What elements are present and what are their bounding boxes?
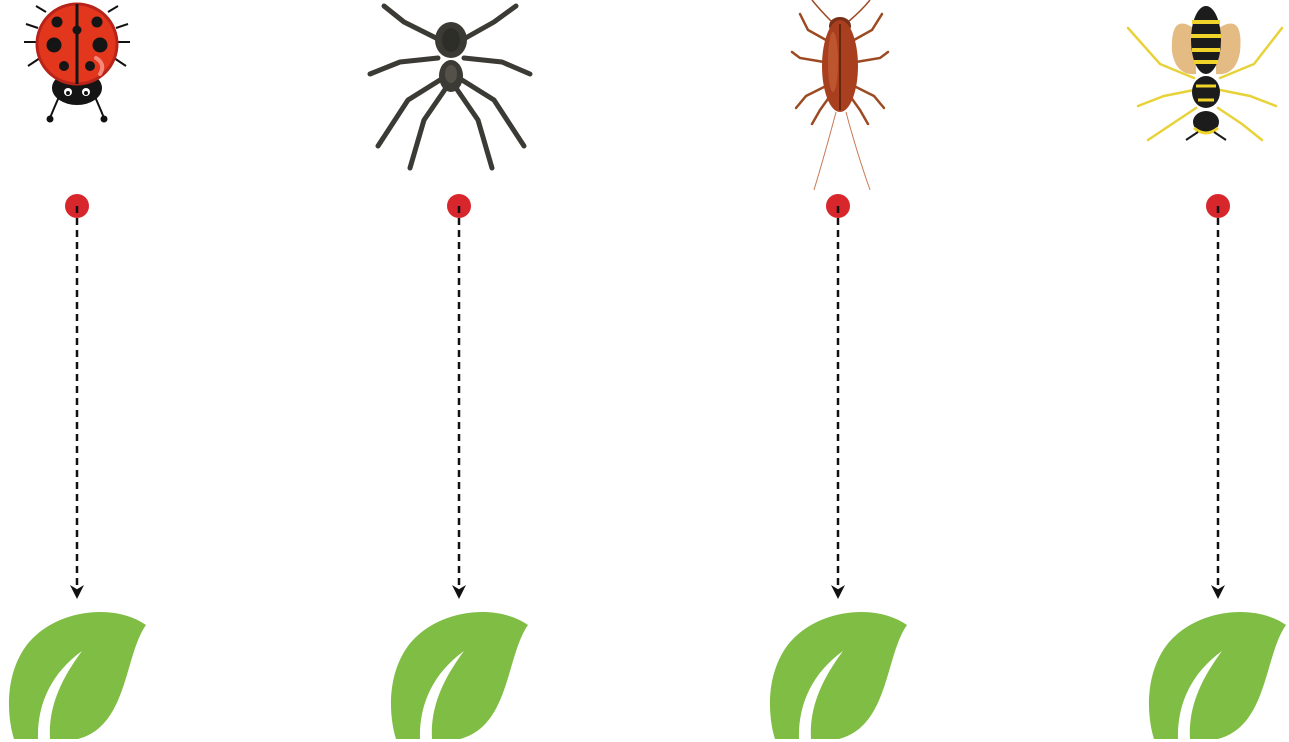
ladybug-icon [24, 4, 130, 123]
spider-icon [370, 6, 530, 168]
leaf-icon [9, 612, 146, 739]
leaf-icon [1149, 612, 1286, 739]
column-spider [370, 6, 530, 739]
cockroach-icon [792, 0, 888, 190]
wasp-icon [1128, 6, 1282, 140]
column-cockroach [770, 0, 907, 739]
column-ladybug [9, 4, 146, 739]
leaf-icon [770, 612, 907, 739]
column-wasp [1128, 6, 1286, 739]
leaf-icon [391, 612, 528, 739]
